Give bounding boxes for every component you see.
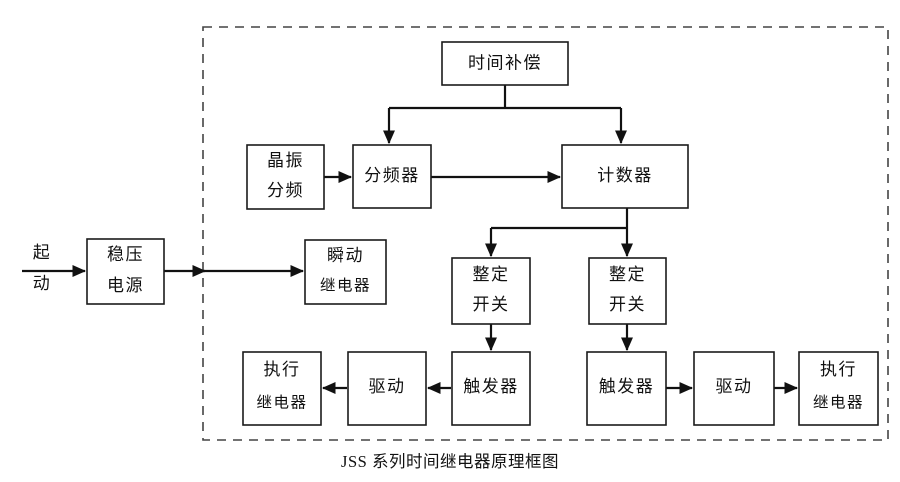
node-frequency-divider-label: 分频器 [364, 166, 420, 185]
node-frequency-divider-box[interactable] [352, 144, 432, 209]
node-trigger-right[interactable]: 触发器 [586, 351, 667, 426]
node-exec-relay-right-label-line-0: 执行 [820, 360, 857, 379]
node-setting-switch-1-box[interactable] [451, 257, 531, 325]
node-exec-relay-right-box[interactable] [798, 351, 879, 426]
node-setting-switch-1-label-line-1: 开关 [473, 295, 510, 314]
node-crystal-divider-label-line-1: 分频 [267, 181, 304, 200]
node-regulated-power-box[interactable] [86, 238, 165, 305]
node-driver-left-box[interactable] [347, 351, 427, 426]
node-trigger-right-label: 触发器 [599, 377, 655, 396]
diagram-caption: JSS 系列时间继电器原理框图 [341, 452, 559, 471]
node-exec-relay-left-label-line-0: 执行 [264, 360, 301, 379]
dashed-enclosure [202, 26, 889, 441]
node-driver-left-label: 驱动 [369, 377, 406, 396]
node-exec-relay-left-label-line-1: 继电器 [256, 394, 307, 412]
node-instant-relay-label-line-1: 继电器 [320, 277, 371, 295]
node-regulated-power-label-line-1: 电源 [107, 276, 144, 295]
start-label-line-1: 动 [33, 274, 52, 293]
node-driver-right-box[interactable] [693, 351, 775, 426]
node-instant-relay[interactable]: 瞬动 继电器 [304, 239, 387, 305]
node-crystal-divider-label-line-0: 晶振 [267, 151, 304, 170]
connections-layer [22, 85, 799, 395]
node-exec-relay-right[interactable]: 执行 继电器 [798, 351, 879, 426]
node-crystal-divider-box[interactable] [246, 144, 325, 210]
node-time-compensation-label: 时间补偿 [468, 53, 542, 72]
node-setting-switch-1[interactable]: 整定 开关 [451, 257, 531, 325]
node-crystal-divider[interactable]: 晶振 分频 [246, 144, 325, 210]
node-exec-relay-right-label-line-1: 继电器 [813, 394, 864, 412]
node-setting-switch-2-label-line-1: 开关 [609, 295, 646, 314]
node-exec-relay-left-box[interactable] [242, 351, 322, 426]
node-driver-right-label: 驱动 [716, 377, 753, 396]
start-label-line-0: 起 [33, 243, 52, 262]
node-counter[interactable]: 计数器 [561, 144, 689, 209]
node-regulated-power-label-line-0: 稳压 [107, 245, 144, 264]
node-exec-relay-left[interactable]: 执行 继电器 [242, 351, 322, 426]
node-time-compensation-box[interactable] [441, 41, 569, 86]
node-setting-switch-2-box[interactable] [588, 257, 667, 325]
node-counter-label: 计数器 [597, 166, 653, 185]
node-trigger-right-box[interactable] [586, 351, 667, 426]
node-start-label: 起 动 [33, 243, 52, 293]
node-driver-left[interactable]: 驱动 [347, 351, 427, 426]
node-trigger-left[interactable]: 触发器 [451, 351, 531, 426]
node-counter-box[interactable] [561, 144, 689, 209]
node-instant-relay-label-line-0: 瞬动 [327, 246, 364, 265]
node-driver-right[interactable]: 驱动 [693, 351, 775, 426]
node-setting-switch-2[interactable]: 整定 开关 [588, 257, 667, 325]
node-frequency-divider[interactable]: 分频器 [352, 144, 432, 209]
node-time-compensation[interactable]: 时间补偿 [441, 41, 569, 86]
node-instant-relay-box[interactable] [304, 239, 387, 305]
node-trigger-left-label: 触发器 [463, 377, 519, 396]
node-trigger-left-box[interactable] [451, 351, 531, 426]
node-setting-switch-2-label-line-0: 整定 [609, 265, 646, 284]
node-regulated-power[interactable]: 稳压 电源 [86, 238, 165, 305]
node-setting-switch-1-label-line-0: 整定 [473, 265, 510, 284]
